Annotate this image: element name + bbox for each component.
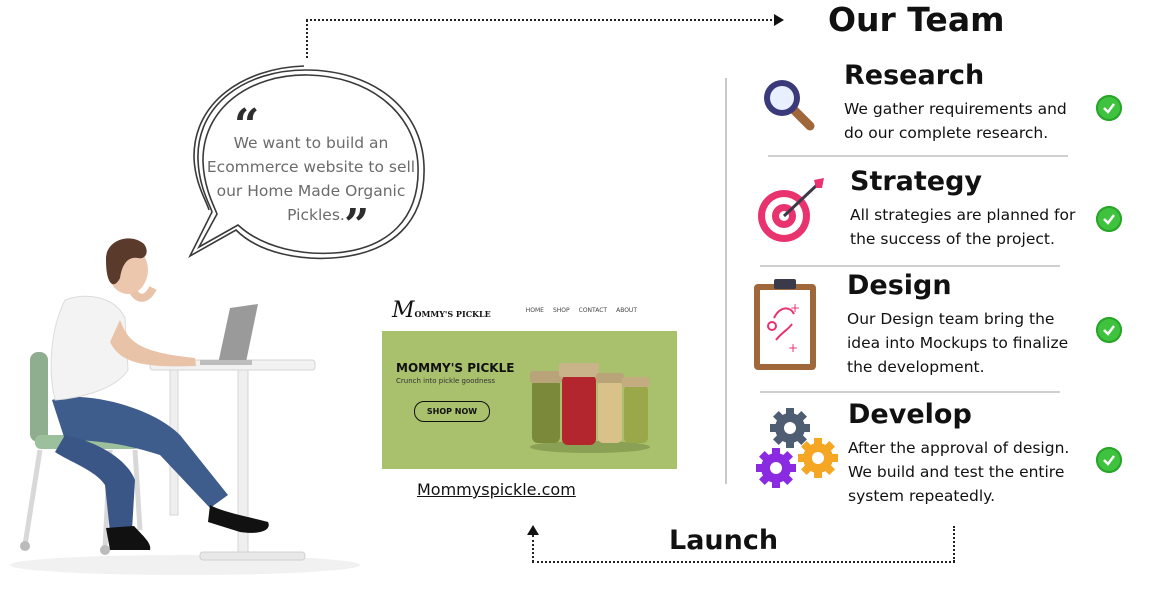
step-title-develop: Develop: [848, 399, 972, 430]
gears-icon: [756, 408, 838, 488]
mockup-logo: MOMMY'S PICKLE: [392, 298, 491, 323]
step-divider: [760, 265, 1060, 267]
mockup-nav-about[interactable]: ABOUT: [616, 307, 637, 314]
magnifier-icon: [764, 80, 815, 131]
mockup-hero-title: MOMMY'S PICKLE: [396, 361, 515, 375]
step-title-design: Design: [847, 270, 952, 301]
target-icon: [758, 178, 824, 242]
step-title-strategy: Strategy: [850, 166, 983, 197]
arrow-up-icon: [527, 525, 539, 535]
check-icon: [1096, 206, 1122, 232]
mockup-hero-banner: MOMMY'S PICKLE Crunch into pickle goodne…: [382, 331, 677, 469]
quote-line: Ecommerce website to sell: [206, 158, 416, 176]
clipboard-plan-icon: + +: [754, 279, 816, 370]
mockup-hero-subtitle: Crunch into pickle goodness: [396, 377, 496, 385]
check-icon: [1096, 95, 1122, 121]
mockup-nav-home[interactable]: HOME: [525, 307, 544, 314]
step-divider: [768, 155, 1068, 157]
dotted-connector-bottom-right: [953, 526, 955, 562]
check-icon: [1096, 447, 1122, 473]
check-icon: [1096, 317, 1122, 343]
speech-bubble: [188, 65, 425, 260]
mockup-menu: HOME SHOP CONTACT ABOUT: [526, 307, 637, 314]
quote-line: We want to build an: [233, 134, 389, 152]
mockup-navbar: MOMMY'S PICKLE HOME SHOP CONTACT ABOUT: [382, 296, 677, 326]
quote-line: our Home Made Organic: [216, 182, 406, 200]
section-divider: [725, 78, 727, 484]
pickle-jars-image: [530, 363, 650, 453]
mockup-nav-contact[interactable]: CONTACT: [578, 307, 608, 314]
website-link[interactable]: Mommyspickle.com: [417, 480, 576, 499]
arrow-right-icon: [774, 14, 784, 26]
open-quote-icon: “: [234, 100, 260, 151]
svg-text:+: +: [788, 341, 798, 355]
dotted-connector-bottom-left: [532, 535, 534, 562]
dotted-connector-top-vertical: [306, 20, 308, 58]
step-title-research: Research: [844, 60, 985, 91]
our-team-title: Our Team: [828, 0, 1005, 39]
woman-at-desk-illustration: [10, 238, 360, 575]
mockup-nav-shop[interactable]: SHOP: [552, 307, 570, 314]
svg-text:+: +: [790, 301, 800, 315]
step-text-develop: After the approval of design.We build an…: [848, 439, 1070, 505]
quote-text: We want to build an Ecommerce website to…: [198, 131, 424, 227]
mockup-shop-now-button[interactable]: SHOP NOW: [414, 401, 490, 422]
step-divider: [760, 391, 1060, 393]
close-quote-icon: ”: [344, 200, 370, 251]
dotted-connector-top: [306, 19, 776, 21]
launch-title: Launch: [669, 525, 779, 556]
dotted-connector-bottom: [532, 561, 955, 563]
quote-line: Pickles.: [287, 206, 345, 224]
